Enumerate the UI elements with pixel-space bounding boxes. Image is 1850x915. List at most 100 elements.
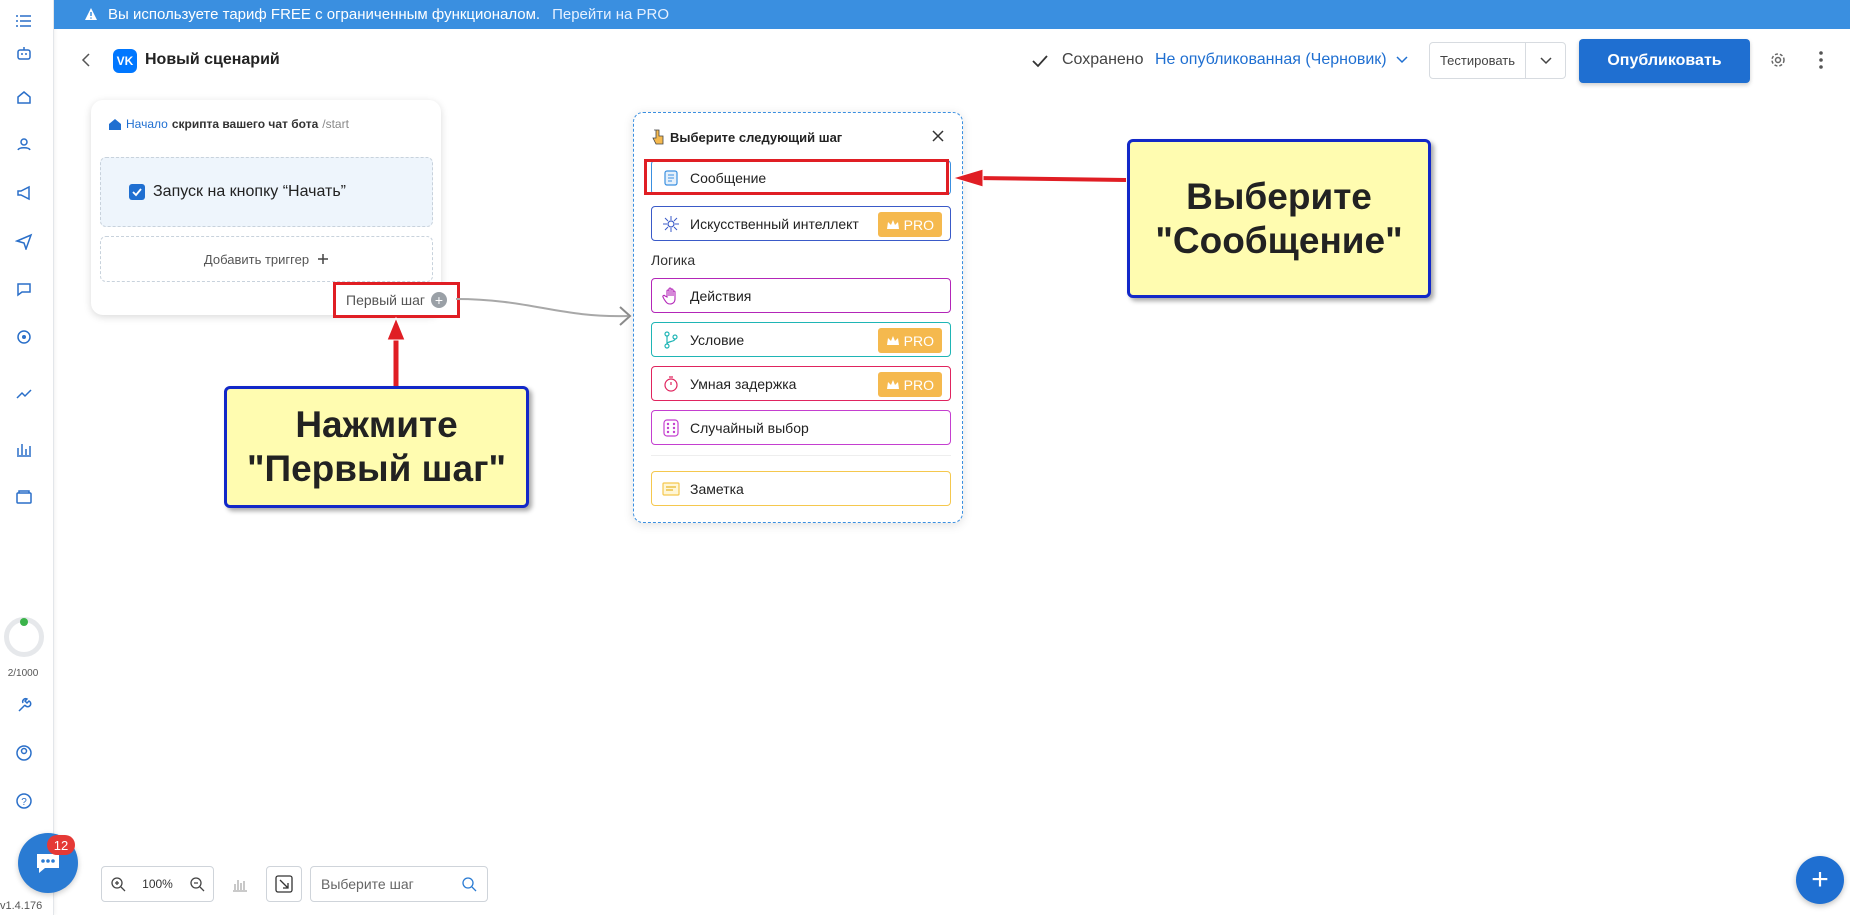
plan-banner: Вы используете тариф FREE с ограниченным… xyxy=(54,0,1850,29)
check-icon xyxy=(1032,55,1048,68)
gear-icon[interactable] xyxy=(1769,51,1787,69)
zoom-out-icon[interactable] xyxy=(189,876,205,892)
option-message-label: Сообщение xyxy=(690,169,767,186)
fit-view-button[interactable] xyxy=(266,866,302,902)
start-command: /start xyxy=(322,117,349,131)
add-trigger-button[interactable]: Добавить триггер xyxy=(100,236,433,282)
megaphone-icon[interactable] xyxy=(12,181,36,205)
callout-click-first-step-line2: "Первый шаг" xyxy=(246,448,507,489)
add-trigger-label: Добавить триггер xyxy=(203,251,310,267)
pro-badge-label: PRO xyxy=(903,332,934,349)
publish-button[interactable]: Опубликовать xyxy=(1579,39,1750,83)
wrench-icon[interactable] xyxy=(12,694,36,718)
version-label: v1.4.176 xyxy=(0,900,43,912)
chevron-down-icon xyxy=(1396,56,1408,64)
first-step-button[interactable]: Первый шаг + xyxy=(333,282,460,318)
trigger-label: Запуск на кнопку “Начать” xyxy=(153,183,346,200)
help-icon[interactable]: ? xyxy=(12,789,36,813)
arrow-to-message-option xyxy=(951,168,1127,188)
chevron-down-icon xyxy=(1539,56,1552,64)
branch-icon xyxy=(662,330,680,349)
vk-logo-icon: VK xyxy=(113,49,137,73)
option-smart-delay-label: Умная задержка xyxy=(690,375,797,392)
back-icon[interactable] xyxy=(78,51,94,69)
option-smart-delay[interactable]: Умная задержка PRO xyxy=(651,366,951,401)
zoom-in-icon[interactable] xyxy=(110,876,126,892)
usage-count: 2/1000 xyxy=(7,668,39,679)
connector-line xyxy=(455,298,629,318)
step-search-input[interactable]: Выберите шаг xyxy=(310,866,488,902)
bot-icon[interactable] xyxy=(12,41,36,65)
option-actions-label: Действия xyxy=(690,287,752,304)
step-picker-title-text: Выберите следующий шаг xyxy=(670,129,843,145)
stats-toggle-button[interactable] xyxy=(222,866,258,902)
trigger-item[interactable]: Запуск на кнопку “Начать” xyxy=(100,157,433,227)
test-button[interactable]: Тестировать xyxy=(1439,53,1516,68)
more-options-icon[interactable] xyxy=(1818,49,1824,71)
pro-badge-label: PRO xyxy=(903,216,934,233)
callout-select-message-line1: Выберите xyxy=(1186,175,1372,217)
option-condition[interactable]: Условие PRO xyxy=(651,322,951,357)
check-icon xyxy=(132,188,142,197)
close-icon[interactable] xyxy=(931,129,945,143)
folder-icon[interactable] xyxy=(12,485,36,509)
picker-divider xyxy=(651,455,951,456)
first-step-label: Первый шаг xyxy=(346,292,425,308)
page-title: Новый сценарий xyxy=(145,51,280,68)
chat-icon[interactable] xyxy=(12,277,36,301)
crown-icon xyxy=(886,380,899,389)
pointer-icon xyxy=(652,129,664,145)
option-actions[interactable]: Действия xyxy=(651,278,951,313)
pro-badge: PRO xyxy=(877,372,942,397)
publish-status-dropdown[interactable]: Не опубликованная (Черновик) xyxy=(1155,51,1409,69)
usage-indicator xyxy=(20,618,28,626)
message-option-highlight xyxy=(644,159,949,195)
svg-text:?: ? xyxy=(21,797,27,808)
callout-select-message-line2: "Сообщение" xyxy=(1155,219,1403,261)
search-icon xyxy=(462,877,477,892)
pro-badge: PRO xyxy=(877,328,942,353)
logic-section-label: Логика xyxy=(651,252,696,268)
chat-badge: 12 xyxy=(47,835,75,855)
home-icon xyxy=(109,119,121,130)
option-ai[interactable]: Искусственный интеллект PRO xyxy=(651,206,951,241)
option-random-choice-label: Случайный выбор xyxy=(690,419,809,436)
zoom-control: 100% xyxy=(101,866,214,902)
header: VK Новый сценарий Сохранено Не опубликов… xyxy=(54,29,1850,91)
trending-icon[interactable] xyxy=(12,381,36,405)
connector-arrowhead xyxy=(619,306,632,326)
bar-chart-icon[interactable] xyxy=(12,437,36,461)
bar-chart-icon xyxy=(233,880,247,892)
option-note-label: Заметка xyxy=(690,480,744,497)
user-icon[interactable] xyxy=(12,741,36,765)
send-icon[interactable] xyxy=(12,229,36,253)
start-node-header: Начало скрипта вашего чат бота /start xyxy=(108,117,349,131)
plus-circle-icon: + xyxy=(430,292,447,308)
option-note[interactable]: Заметка xyxy=(651,471,951,506)
step-picker-panel: Выберите следующий шаг Сообщение Искусст… xyxy=(633,112,963,523)
menu-icon[interactable] xyxy=(12,9,36,33)
canvas-toolbar: 100% Выберите шаг xyxy=(101,866,488,902)
add-step-fab[interactable]: + xyxy=(1796,856,1844,904)
users-icon[interactable] xyxy=(12,132,36,156)
arrow-to-first-step xyxy=(386,316,406,386)
dice-icon xyxy=(662,418,680,437)
start-node-card[interactable]: Начало скрипта вашего чат бота /start За… xyxy=(91,100,441,315)
upgrade-link[interactable]: Перейти на PRO xyxy=(552,6,669,23)
test-dropdown-button[interactable] xyxy=(1525,43,1565,78)
crown-icon xyxy=(886,220,899,229)
callout-select-message: Выберите "Сообщение" xyxy=(1127,139,1431,298)
pro-badge: PRO xyxy=(877,212,942,237)
trigger-checkbox[interactable] xyxy=(129,184,145,200)
start-link[interactable]: Начало xyxy=(126,117,168,131)
saved-status: Сохранено xyxy=(1062,51,1144,68)
zoom-level: 100% xyxy=(142,877,173,891)
banner-text: Вы используете тариф FREE с ограниченным… xyxy=(108,6,541,23)
option-ai-label: Искусственный интеллект xyxy=(690,215,859,232)
integration-icon[interactable] xyxy=(12,325,36,349)
hand-icon xyxy=(662,286,680,305)
option-random-choice[interactable]: Случайный выбор xyxy=(651,410,951,445)
pro-badge-label: PRO xyxy=(903,376,934,393)
option-condition-label: Условие xyxy=(690,331,745,348)
home-icon[interactable] xyxy=(12,85,36,109)
